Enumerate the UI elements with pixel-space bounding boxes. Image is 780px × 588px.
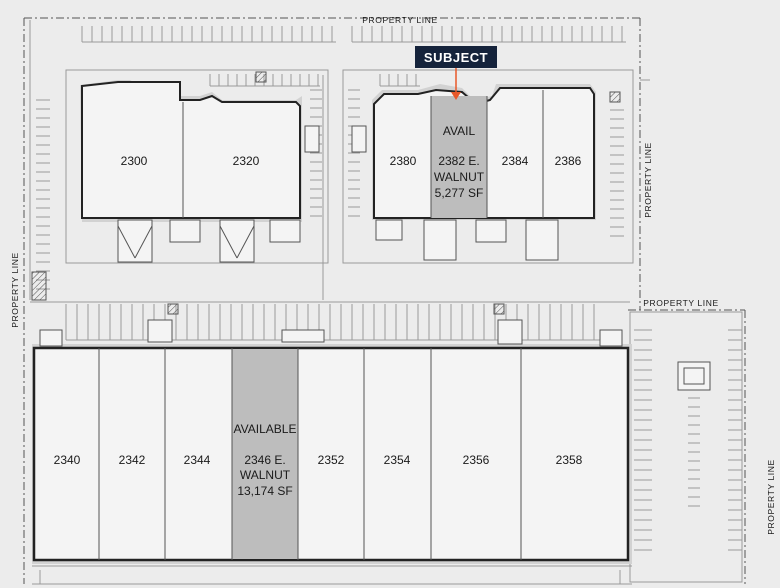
avail-status-2382: AVAIL bbox=[443, 124, 476, 138]
subject-marker: SUBJECT bbox=[415, 46, 497, 100]
property-lines bbox=[23, 17, 746, 584]
avail-address-line2-2382: WALNUT bbox=[434, 170, 485, 184]
avail-size-2346: 13,174 SF bbox=[237, 484, 292, 498]
unit-label-2340: 2340 bbox=[54, 453, 81, 467]
unit-label-2384: 2384 bbox=[502, 154, 529, 168]
unit-label-2358: 2358 bbox=[556, 453, 583, 467]
unit-label-2356: 2356 bbox=[463, 453, 490, 467]
site-linework bbox=[29, 20, 743, 585]
avail-address-line2-2346: WALNUT bbox=[240, 468, 291, 482]
unit-label-2386: 2386 bbox=[555, 154, 582, 168]
unit-label-2352: 2352 bbox=[318, 453, 345, 467]
avail-address-line1-2382: 2382 E. bbox=[438, 154, 479, 168]
property-line-label-left: PROPERTY LINE bbox=[10, 252, 20, 328]
property-line-label-middle-right: PROPERTY LINE bbox=[643, 298, 719, 308]
unit-label-2300: 2300 bbox=[121, 154, 148, 168]
avail-size-2382: 5,277 SF bbox=[435, 186, 484, 200]
building-north-east: 2380 AVAIL 2382 E. WALNUT 5,277 SF 2384 … bbox=[373, 87, 595, 261]
avail-status-2346: AVAILABLE bbox=[234, 422, 297, 436]
unit-label-2354: 2354 bbox=[384, 453, 411, 467]
unit-label-2320: 2320 bbox=[233, 154, 260, 168]
property-line-label-right-lower: PROPERTY LINE bbox=[766, 459, 776, 535]
building-outline bbox=[32, 346, 630, 562]
site-details bbox=[31, 71, 711, 391]
property-line-label-right-upper: PROPERTY LINE bbox=[643, 142, 653, 218]
building-north-west: 2300 2320 bbox=[81, 81, 301, 263]
available-unit-2346 bbox=[232, 349, 298, 559]
available-unit-2382 bbox=[431, 96, 487, 218]
avail-address-line1-2346: 2346 E. bbox=[244, 453, 285, 467]
subject-label: SUBJECT bbox=[424, 50, 488, 65]
unit-label-2344: 2344 bbox=[184, 453, 211, 467]
subject-badge bbox=[415, 46, 497, 68]
subject-arrowhead bbox=[451, 92, 461, 100]
property-line-label-top: PROPERTY LINE bbox=[362, 15, 438, 25]
building-south: 2340 2342 2344 AVAILABLE 2346 E. WALNUT … bbox=[32, 346, 630, 562]
unit-label-2342: 2342 bbox=[119, 453, 146, 467]
unit-label-2380: 2380 bbox=[390, 154, 417, 168]
